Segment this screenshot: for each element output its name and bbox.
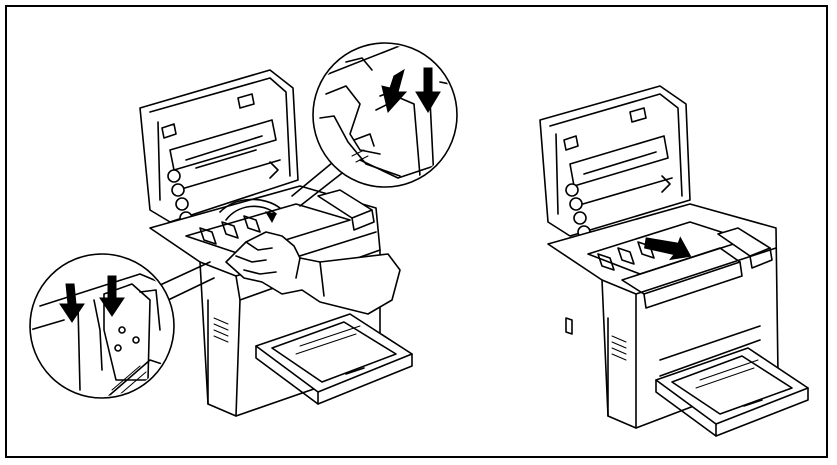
down-arrow-icon xyxy=(381,68,408,114)
magnifier-icon xyxy=(29,253,215,399)
magnifier-icon xyxy=(291,42,458,207)
hand-icon xyxy=(219,198,401,315)
right-printer xyxy=(539,85,809,437)
down-arrow-icon xyxy=(59,283,85,323)
arrow-icon xyxy=(644,236,692,261)
down-arrow-icon xyxy=(415,67,441,113)
left-printer xyxy=(139,69,413,417)
down-arrow-icon xyxy=(99,275,125,317)
